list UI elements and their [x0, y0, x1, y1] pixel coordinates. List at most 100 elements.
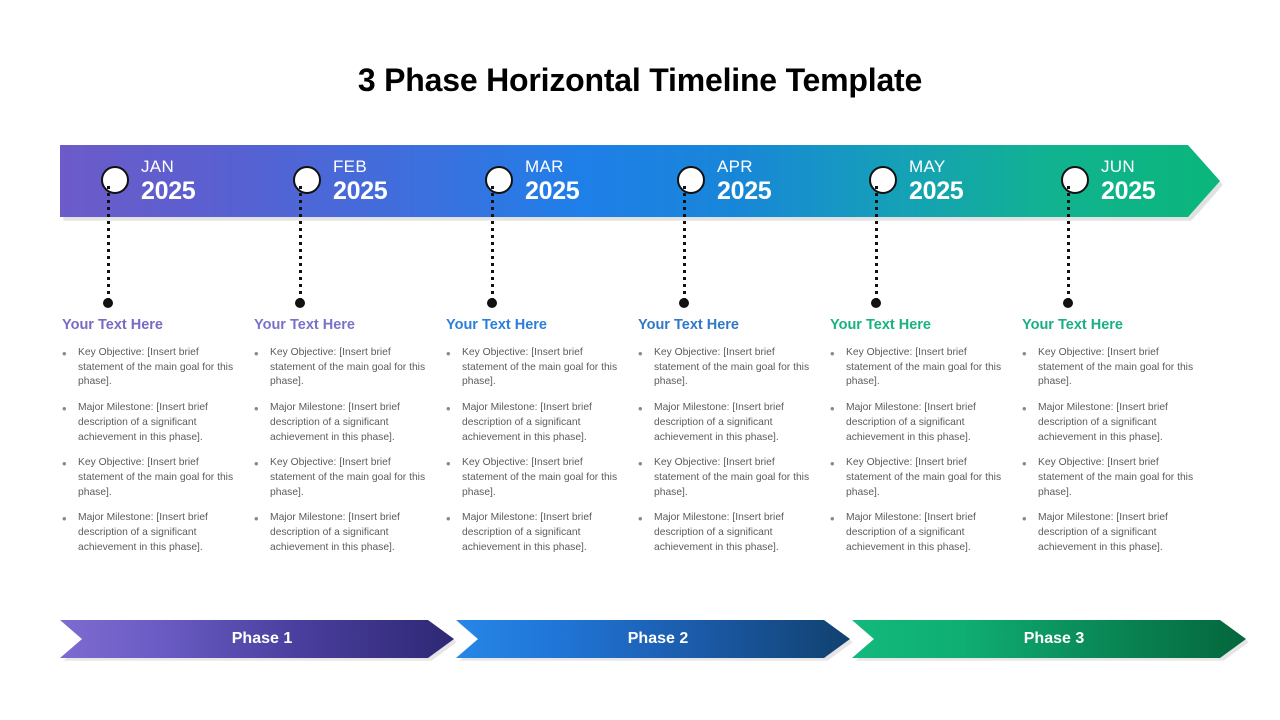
month-label-group: FEB 2025 [333, 157, 388, 205]
column-heading[interactable]: Your Text Here [62, 317, 163, 333]
month-year: 2025 [141, 177, 196, 205]
bullet-icon: • [62, 456, 67, 472]
phase-label: Phase 1 [231, 630, 293, 647]
bullet-icon: • [638, 456, 643, 472]
bullet-icon: • [1022, 401, 1027, 417]
bullet-icon: • [446, 511, 451, 527]
list-item: • Key Objective: [Insert brief statement… [254, 456, 434, 500]
bullet-icon: • [1022, 346, 1027, 361]
phase-column-3: Your Text Here • Key Objective: [Insert … [446, 315, 626, 566]
bullet-icon: • [638, 511, 643, 527]
bullet-text: Key Objective: [Insert brief statement o… [846, 347, 1002, 388]
phase-chevron-3[interactable]: Phase 3 [852, 620, 1246, 658]
list-item: • Key Objective: [Insert brief statement… [1022, 346, 1202, 390]
list-item: • Key Objective: [Insert brief statement… [638, 346, 818, 390]
milestone-circle-icon[interactable] [677, 166, 705, 194]
bullet-icon: • [1022, 511, 1027, 527]
month-label-group: JAN 2025 [141, 157, 196, 205]
bullet-text: Key Objective: [Insert brief statement o… [78, 347, 234, 388]
phase-label: Phase 2 [627, 630, 689, 647]
bullet-text: Major Milestone: [Insert brief descripti… [1038, 402, 1168, 443]
connector-end-dot-5 [871, 298, 881, 308]
bullet-text: Key Objective: [Insert brief statement o… [270, 457, 426, 498]
bullet-icon: • [254, 456, 259, 472]
list-item: • Major Milestone: [Insert brief descrip… [1022, 401, 1202, 445]
bullet-text: Major Milestone: [Insert brief descripti… [270, 402, 400, 443]
bullet-icon: • [830, 346, 835, 361]
month-year: 2025 [717, 177, 772, 205]
bullet-icon: • [830, 511, 835, 527]
bullet-text: Key Objective: [Insert brief statement o… [846, 457, 1002, 498]
phase-column-4: Your Text Here • Key Objective: [Insert … [638, 315, 818, 566]
month-name: JAN [141, 157, 175, 176]
phase-label: Phase 3 [1023, 630, 1085, 647]
month-year: 2025 [333, 177, 388, 205]
bullet-text: Major Milestone: [Insert brief descripti… [462, 402, 592, 443]
list-item: • Key Objective: [Insert brief statement… [62, 456, 242, 500]
bullet-icon: • [446, 456, 451, 472]
connector-line-4 [683, 186, 686, 302]
bullet-text: Key Objective: [Insert brief statement o… [654, 347, 810, 388]
list-item: • Major Milestone: [Insert brief descrip… [638, 511, 818, 555]
column-heading[interactable]: Your Text Here [638, 317, 739, 333]
bullet-icon: • [638, 346, 643, 361]
list-item: • Major Milestone: [Insert brief descrip… [830, 401, 1010, 445]
bullet-icon: • [254, 346, 259, 361]
bullet-text: Major Milestone: [Insert brief descripti… [654, 402, 784, 443]
bullet-icon: • [446, 401, 451, 417]
bullet-icon: • [1022, 456, 1027, 472]
bullet-text: Key Objective: [Insert brief statement o… [78, 457, 234, 498]
list-item: • Major Milestone: [Insert brief descrip… [254, 401, 434, 445]
bullet-text: Key Objective: [Insert brief statement o… [1038, 347, 1194, 388]
month-label-group: MAY 2025 [909, 157, 964, 205]
month-name: MAY [909, 157, 946, 176]
month-year: 2025 [1101, 177, 1156, 205]
bullet-text: Major Milestone: [Insert brief descripti… [654, 512, 784, 553]
bullet-text: Major Milestone: [Insert brief descripti… [462, 512, 592, 553]
connector-end-dot-1 [103, 298, 113, 308]
milestone-circle-icon[interactable] [1061, 166, 1089, 194]
connector-line-3 [491, 186, 494, 302]
list-item: • Key Objective: [Insert brief statement… [446, 456, 626, 500]
bullet-text: Key Objective: [Insert brief statement o… [270, 347, 426, 388]
list-item: • Major Milestone: [Insert brief descrip… [830, 511, 1010, 555]
column-heading[interactable]: Your Text Here [830, 317, 931, 333]
milestone-circle-icon[interactable] [293, 166, 321, 194]
bullet-icon: • [62, 346, 67, 361]
phase-column-2: Your Text Here • Key Objective: [Insert … [254, 315, 434, 566]
list-item: • Key Objective: [Insert brief statement… [62, 346, 242, 390]
phase-chevron-2[interactable]: Phase 2 [456, 620, 850, 658]
bullet-icon: • [62, 401, 67, 417]
list-item: • Major Milestone: [Insert brief descrip… [62, 401, 242, 445]
milestone-circle-icon[interactable] [869, 166, 897, 194]
list-item: • Major Milestone: [Insert brief descrip… [254, 511, 434, 555]
column-heading[interactable]: Your Text Here [446, 317, 547, 333]
phase-chevron-1[interactable]: Phase 1 [60, 620, 454, 658]
list-item: • Key Objective: [Insert brief statement… [446, 346, 626, 390]
bullet-text: Key Objective: [Insert brief statement o… [654, 457, 810, 498]
month-name: APR [717, 157, 753, 176]
month-name: MAR [525, 157, 564, 176]
bullet-text: Key Objective: [Insert brief statement o… [1038, 457, 1194, 498]
column-heading[interactable]: Your Text Here [254, 317, 355, 333]
list-item: • Key Objective: [Insert brief statement… [638, 456, 818, 500]
list-item: • Major Milestone: [Insert brief descrip… [638, 401, 818, 445]
milestone-circle-icon[interactable] [101, 166, 129, 194]
month-year: 2025 [525, 177, 580, 205]
connector-line-6 [1067, 186, 1070, 302]
month-year: 2025 [909, 177, 964, 205]
connector-end-dot-3 [487, 298, 497, 308]
list-item: • Major Milestone: [Insert brief descrip… [446, 401, 626, 445]
phase-column-1: Your Text Here • Key Objective: [Insert … [62, 315, 242, 566]
list-item: • Major Milestone: [Insert brief descrip… [446, 511, 626, 555]
list-item: • Key Objective: [Insert brief statement… [830, 456, 1010, 500]
bullet-text: Major Milestone: [Insert brief descripti… [846, 512, 976, 553]
month-name: JUN [1101, 157, 1135, 176]
bullet-text: Major Milestone: [Insert brief descripti… [846, 402, 976, 443]
month-label-group: JUN 2025 [1101, 157, 1156, 205]
column-heading[interactable]: Your Text Here [1022, 317, 1123, 333]
connector-end-dot-6 [1063, 298, 1073, 308]
bullet-icon: • [638, 401, 643, 417]
milestone-circle-icon[interactable] [485, 166, 513, 194]
bullet-icon: • [254, 511, 259, 527]
